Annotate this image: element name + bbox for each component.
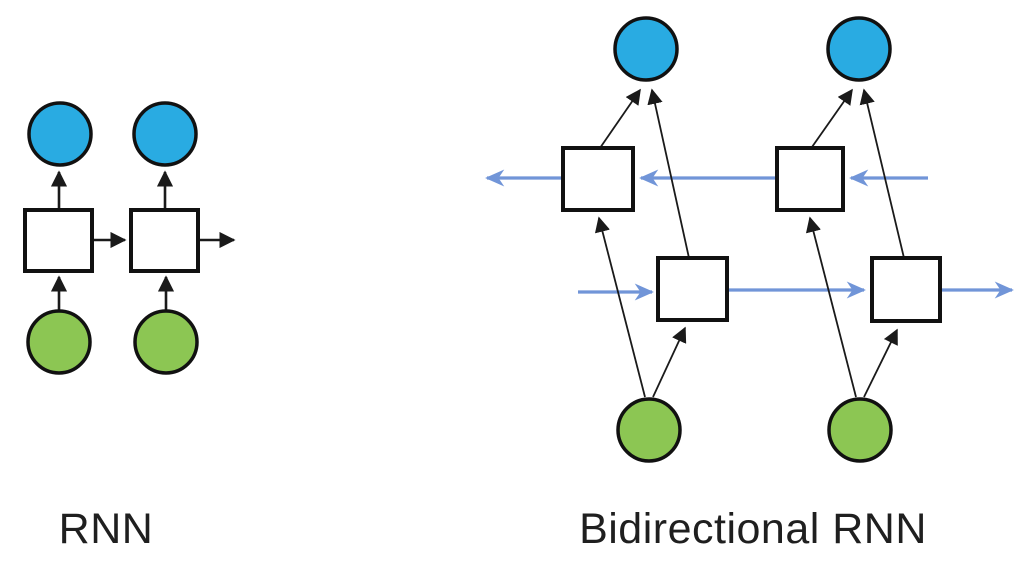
forward-hidden-node [656,256,729,322]
arrow-forward-hidden1-to-output1 [647,88,690,259]
hidden-node [23,208,94,273]
arrow-input2-to-forward-hidden2 [863,328,898,398]
output-node [826,16,892,82]
bidirectional-rnn-diagram: Bidirectional RNN [485,16,1014,553]
arrow-input2-to-backward-hidden2 [805,216,857,398]
arrow-backward-hidden2-to-output2 [811,88,853,148]
output-node [613,16,679,82]
output-node [27,101,93,167]
bidirectional-rnn-label: Bidirectional RNN [579,505,927,553]
forward-hidden-node [870,256,942,323]
arrow-backward-hidden1-to-output1 [599,88,641,149]
arrow-input1-to-backward-hidden1 [594,216,646,398]
input-node [616,397,682,463]
output-node [132,101,198,167]
backward-hidden-node [561,146,635,212]
backward-hidden-node [775,146,845,212]
rnn-label: RNN [59,505,154,553]
arrow-input1-to-forward-hidden1 [652,326,687,398]
rnn-diagram: RNN [23,101,236,553]
hidden-node [129,208,200,273]
arrow-forward-hidden2-to-output2 [859,88,905,259]
input-node [133,309,199,375]
input-node [26,309,92,375]
input-node [827,397,893,463]
